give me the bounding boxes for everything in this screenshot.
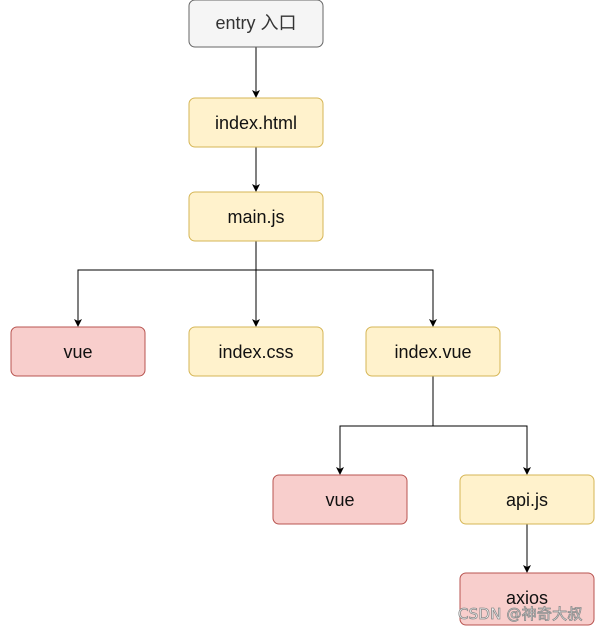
- node-main-js[interactable]: main.js: [188, 191, 324, 242]
- node-vue-1[interactable]: vue: [10, 326, 146, 377]
- node-index-html[interactable]: index.html: [188, 97, 324, 148]
- watermark-text: CSDN @神奇大叔: [458, 605, 583, 624]
- node-entry-label: entry 入口: [215, 13, 296, 33]
- node-main-js-box: [188, 191, 324, 242]
- edge-index-vue-to-vue: [336, 376, 434, 475]
- node-vue-2[interactable]: vue: [272, 474, 408, 525]
- node-axios[interactable]: axios: [459, 572, 595, 626]
- node-vue-2-label: vue: [325, 490, 354, 510]
- edge-main-js-to-index-vue: [256, 269, 437, 327]
- node-index-html-label: index.html: [215, 113, 297, 133]
- node-vue-1-label: vue: [63, 342, 92, 362]
- node-index-vue[interactable]: index.vue: [365, 326, 501, 377]
- node-vue-1-box: [10, 326, 146, 377]
- node-index-vue-label: index.vue: [394, 342, 471, 362]
- edge-index-vue-to-api-js: [433, 425, 531, 475]
- node-entry[interactable]: entry 入口: [188, 0, 324, 48]
- node-index-css-box: [188, 326, 324, 377]
- edges: [74, 47, 531, 573]
- node-index-css[interactable]: index.css: [188, 326, 324, 377]
- edge-main-js-to-vue: [74, 241, 257, 327]
- node-index-vue-box: [365, 326, 501, 377]
- node-axios-label: axios: [506, 588, 548, 608]
- node-vue-2-box: [272, 474, 408, 525]
- node-api-js-label: api.js: [506, 490, 548, 510]
- node-index-html-box: [188, 97, 324, 148]
- node-entry-box: [188, 0, 324, 48]
- node-axios-box: [459, 572, 595, 626]
- node-api-js[interactable]: api.js: [459, 474, 595, 525]
- node-main-js-label: main.js: [227, 207, 284, 227]
- node-index-css-label: index.css: [218, 342, 293, 362]
- node-api-js-box: [459, 474, 595, 525]
